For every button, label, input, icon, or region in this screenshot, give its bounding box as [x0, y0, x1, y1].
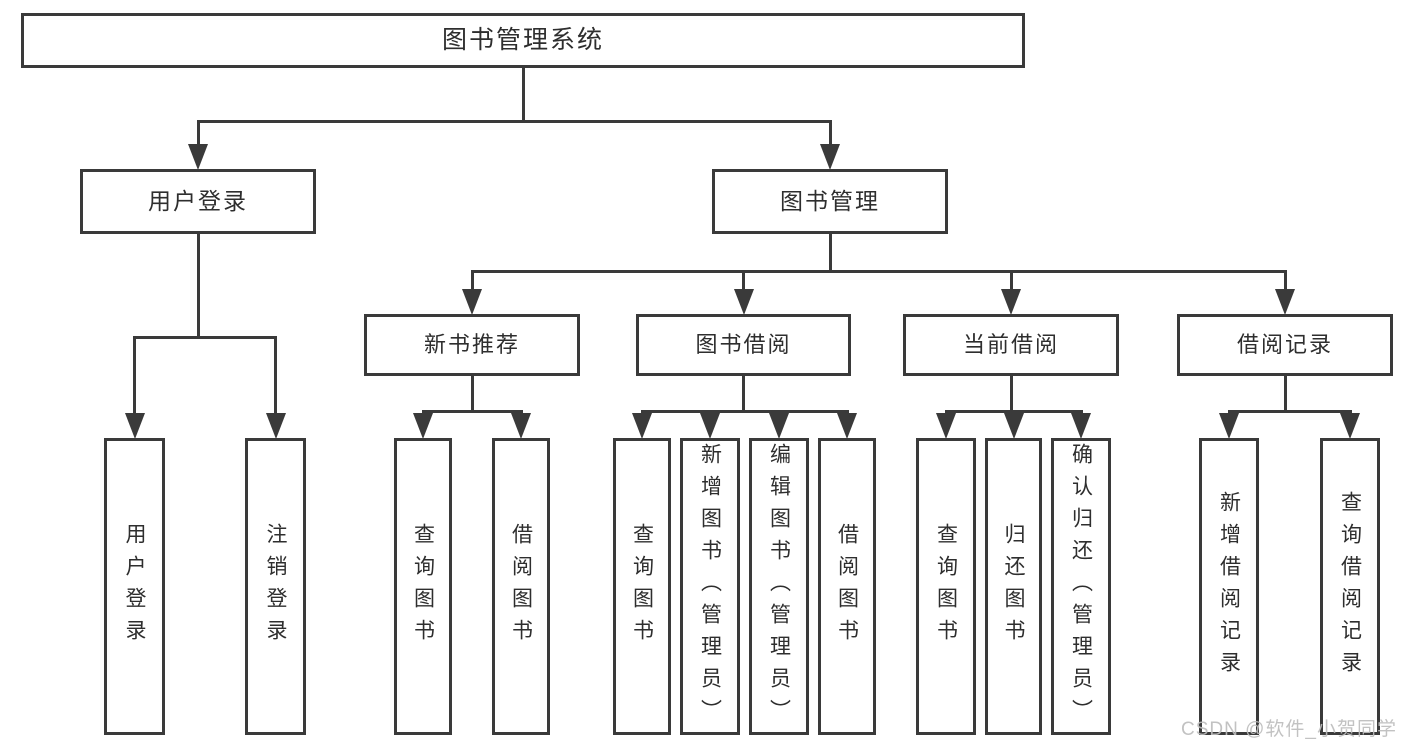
arrowhead-down-icon — [188, 144, 208, 170]
arrowhead-down-icon — [769, 413, 789, 439]
node-borrow-records: 借阅记录 — [1177, 314, 1393, 376]
csdn-watermark: CSDN @软件_小贺同学 — [1181, 719, 1397, 740]
node-label: 查询图书 — [411, 522, 435, 651]
node-label: 注销登录 — [264, 522, 287, 651]
node-user-login: 用户登录 — [80, 169, 316, 234]
arrowhead-down-icon — [124, 413, 145, 439]
edge-stem — [828, 233, 832, 273]
node-label: 新书推荐 — [423, 331, 520, 357]
node-label: 借阅图书 — [509, 522, 533, 651]
edge-stem — [470, 375, 474, 413]
edge-bar — [640, 410, 849, 413]
node-col-query-borrow-record: 查询借阅记录 — [1320, 438, 1380, 735]
node-label: 图书借阅 — [695, 331, 792, 357]
edge-bar — [470, 270, 1287, 273]
edge-stem — [1283, 375, 1287, 413]
node-label: 查询图书 — [934, 522, 958, 651]
arrowhead-down-icon — [1003, 413, 1024, 439]
node-col-query-book-2: 查询图书 — [613, 438, 671, 735]
node-col-query-book-1: 查询图书 — [394, 438, 452, 735]
node-col-return-book: 归还图书 — [985, 438, 1042, 735]
edge-drop — [1079, 410, 1083, 414]
node-book-mgmt: 图书管理 — [712, 169, 948, 234]
arrowhead-down-icon — [413, 413, 433, 439]
edge-bar — [196, 120, 832, 123]
node-current-borrow: 当前借阅 — [903, 314, 1119, 376]
edge-drop — [196, 120, 200, 145]
node-label: 图书管理 — [780, 187, 880, 214]
arrowhead-down-icon — [265, 413, 286, 439]
node-col-borrow-book-2: 借阅图书 — [818, 438, 876, 735]
edge-stem — [742, 375, 745, 413]
node-label: 新增图书（管理员） — [698, 442, 722, 731]
edge-stem — [196, 233, 200, 339]
node-label: 借阅图书 — [835, 522, 859, 651]
edge-drop — [708, 410, 712, 414]
node-col-borrow-book-1: 借阅图书 — [492, 438, 550, 735]
edge-bar — [133, 336, 277, 339]
edge-drop — [421, 410, 425, 414]
node-root: 图书管理系统 — [21, 13, 1025, 68]
edge-drop — [133, 336, 136, 414]
arrowhead-down-icon — [733, 289, 754, 315]
edge-bar — [421, 410, 523, 413]
edge-drop — [1009, 270, 1013, 290]
arrowhead-down-icon — [632, 413, 652, 439]
node-col-user-login: 用户登录 — [104, 438, 165, 735]
node-label: 确认归还（管理员） — [1069, 442, 1093, 731]
edge-stem — [521, 67, 525, 123]
edge-stem — [1009, 375, 1013, 413]
arrowhead-down-icon — [700, 413, 720, 439]
edge-drop — [777, 410, 781, 414]
edge-drop — [828, 120, 832, 145]
node-col-add-book: 新增图书（管理员） — [680, 438, 740, 735]
node-col-query-book-3: 查询图书 — [916, 438, 976, 735]
edge-drop — [274, 336, 277, 414]
edge-drop — [1012, 410, 1015, 414]
edge-drop — [1227, 410, 1231, 414]
node-label: 查询借阅记录 — [1338, 490, 1362, 683]
node-label: 用户登录 — [148, 187, 248, 214]
arrowhead-down-icon — [1219, 413, 1239, 439]
node-label: 归还图书 — [1002, 522, 1025, 651]
arrowhead-down-icon — [1001, 289, 1021, 315]
node-label: 查询图书 — [630, 522, 654, 651]
node-label: 当前借阅 — [962, 331, 1059, 357]
arrowhead-down-icon — [1071, 413, 1091, 439]
arrowhead-down-icon — [1340, 413, 1360, 439]
node-label: 借阅记录 — [1236, 331, 1333, 357]
arrowhead-down-icon — [936, 413, 956, 439]
node-label: 图书管理系统 — [441, 25, 604, 54]
node-col-confirm-return: 确认归还（管理员） — [1051, 438, 1111, 735]
arrowhead-down-icon — [511, 413, 531, 439]
arrowhead-down-icon — [462, 289, 482, 315]
node-label: 用户登录 — [123, 522, 146, 651]
edge-drop — [1283, 270, 1287, 290]
edge-drop — [944, 410, 948, 414]
edge-drop — [470, 270, 474, 290]
node-label: 新增借阅记录 — [1217, 490, 1241, 683]
arrowhead-down-icon — [1275, 289, 1295, 315]
arrowhead-down-icon — [820, 144, 840, 170]
node-book-borrow: 图书借阅 — [636, 314, 851, 376]
node-new-book-rec: 新书推荐 — [364, 314, 580, 376]
edge-drop — [640, 410, 644, 414]
edge-drop — [519, 410, 523, 414]
node-col-add-borrow-record: 新增借阅记录 — [1199, 438, 1259, 735]
edge-drop — [1348, 410, 1352, 414]
node-col-logout: 注销登录 — [245, 438, 306, 735]
edge-drop — [845, 410, 849, 414]
node-label: 编辑图书（管理员） — [767, 442, 791, 731]
node-col-edit-book: 编辑图书（管理员） — [749, 438, 809, 735]
edge-bar — [1227, 410, 1352, 413]
arrowhead-down-icon — [837, 413, 857, 439]
edge-drop — [742, 270, 745, 290]
